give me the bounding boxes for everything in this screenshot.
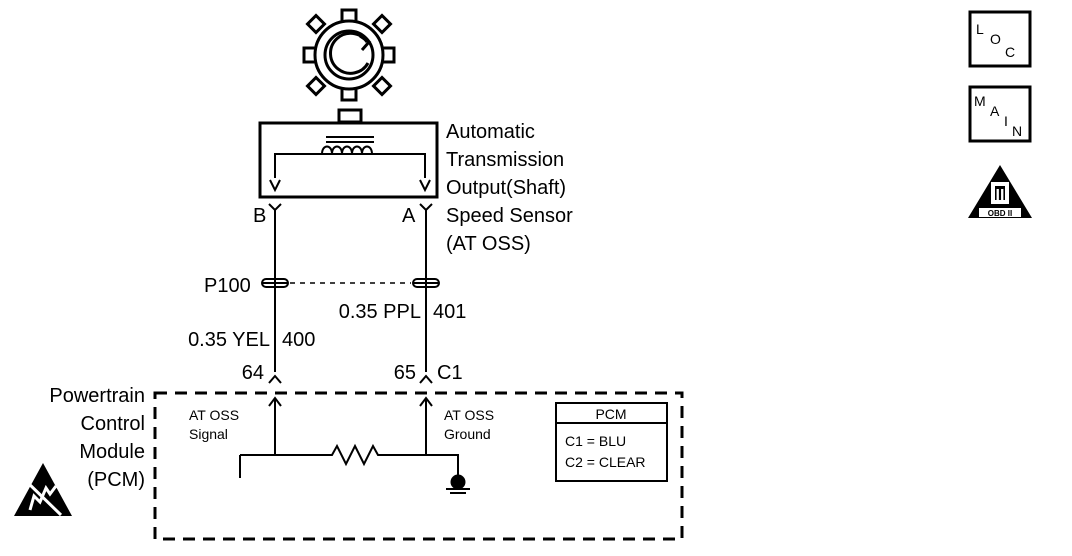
left-wire-color: 0.35 YEL	[188, 329, 270, 351]
ground-label-line-1: AT OSS	[444, 407, 494, 423]
esd-sensitive-icon	[14, 463, 72, 517]
sensor-name-line-3: Output(Shaft)	[446, 177, 566, 199]
main-badge-icon	[968, 85, 1032, 143]
obd-ii-icon	[968, 165, 1032, 218]
loc-badge-icon	[968, 10, 1032, 68]
pcm-connector-id: C1	[437, 362, 463, 384]
connector-label: P100	[204, 275, 251, 297]
sensor-name-line-4: Speed Sensor	[446, 205, 573, 227]
pin-b-label: B	[253, 205, 266, 227]
pcm-module-boundary	[153, 391, 684, 541]
speed-sensor-body	[258, 108, 439, 199]
loc-letter-o: O	[990, 31, 1001, 47]
loc-letter-l: L	[976, 21, 984, 37]
sensor-name-line-1: Automatic	[446, 121, 535, 143]
signal-label-line-1: AT OSS	[189, 407, 239, 423]
left-wire-circuit: 400	[282, 329, 315, 351]
pin-a-connector-icon	[419, 203, 433, 212]
pin-b-connector-icon	[268, 203, 282, 212]
obd-caption: OBD II	[988, 209, 1012, 218]
pcm-name-line-2: Control	[81, 413, 145, 435]
pcm-pin-right: 65	[394, 362, 416, 384]
pcm-name-line-3: Module	[79, 441, 145, 463]
pcm-name-line-4: (PCM)	[87, 469, 145, 491]
pcm-internal-circuit	[239, 396, 459, 478]
sensor-name-line-5: (AT OSS)	[446, 233, 531, 255]
legend-row-c2: C2 = CLEAR	[565, 454, 646, 470]
main-letter-a: A	[990, 103, 1000, 119]
pcm-connector-legend	[555, 402, 668, 482]
main-letter-i: I	[1004, 113, 1008, 129]
p100-connector-icon	[261, 278, 440, 288]
legend-title: PCM	[595, 406, 626, 422]
right-wire-circuit: 401	[433, 301, 466, 323]
obd-numeral: II	[996, 187, 1005, 204]
right-wire-color: 0.35 PPL	[339, 301, 421, 323]
reluctor-wheel-icon	[302, 8, 396, 102]
ground-icon	[446, 474, 470, 494]
pcm-pin-64-connector-icon	[268, 374, 282, 384]
pcm-pin-left: 64	[242, 362, 264, 384]
main-letter-n: N	[1012, 123, 1022, 139]
pcm-name-line-1: Powertrain	[49, 385, 145, 407]
ground-label-line-2: Ground	[444, 426, 491, 442]
pin-a-label: A	[402, 205, 416, 227]
legend-row-c1: C1 = BLU	[565, 433, 626, 449]
main-letter-m: M	[974, 93, 986, 109]
pcm-pin-65-connector-icon	[419, 374, 433, 384]
sensor-name-line-2: Transmission	[446, 149, 564, 171]
loc-letter-c: C	[1005, 44, 1015, 60]
signal-label-line-2: Signal	[189, 426, 228, 442]
